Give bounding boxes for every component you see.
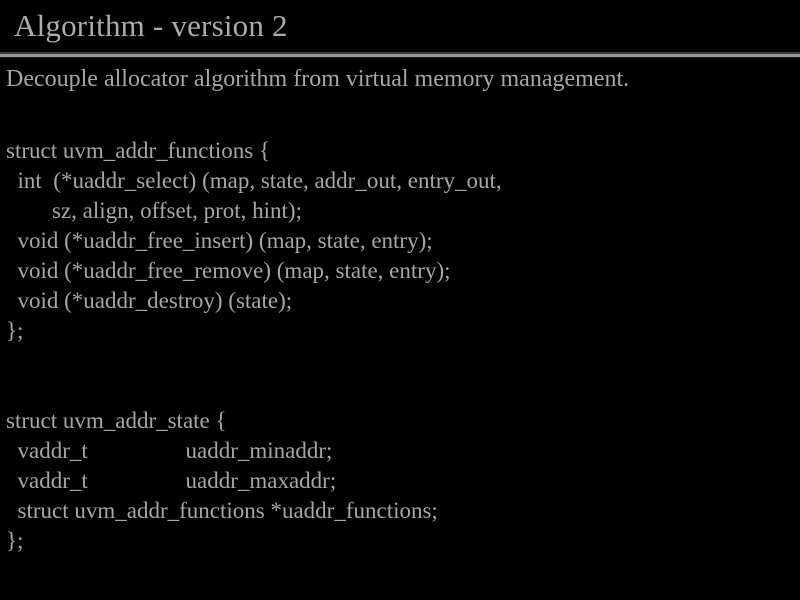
- code-block: struct uvm_addr_functions { int (*uaddr_…: [6, 136, 794, 556]
- code-line: void (*uaddr_free_remove) (map, state, e…: [6, 258, 451, 283]
- code-line: void (*uaddr_destroy) (state);: [6, 288, 293, 313]
- code-line: struct uvm_addr_functions *uaddr_functio…: [6, 498, 438, 523]
- code-line: vaddr_t uaddr_maxaddr;: [6, 468, 337, 493]
- code-line: sz, align, offset, prot, hint);: [6, 198, 302, 223]
- page-title: Algorithm - version 2: [14, 8, 288, 43]
- code-line-blank: [6, 376, 794, 406]
- title-divider: [0, 52, 800, 58]
- divider-dark-line: [0, 52, 800, 54]
- code-line: vaddr_t uaddr_minaddr;: [6, 438, 333, 463]
- divider-shadow-line: [0, 57, 800, 58]
- code-line: struct uvm_addr_state {: [6, 408, 227, 433]
- code-line: struct uvm_addr_functions {: [6, 138, 270, 163]
- code-line-blank: [6, 346, 794, 376]
- divider-light-line: [0, 54, 800, 57]
- code-line: void (*uaddr_free_insert) (map, state, e…: [6, 228, 433, 253]
- code-line: int (*uaddr_select) (map, state, addr_ou…: [6, 168, 502, 193]
- code-line: };: [6, 318, 24, 343]
- slide-subtitle: Decouple allocator algorithm from virtua…: [6, 66, 630, 92]
- code-line: };: [6, 528, 24, 553]
